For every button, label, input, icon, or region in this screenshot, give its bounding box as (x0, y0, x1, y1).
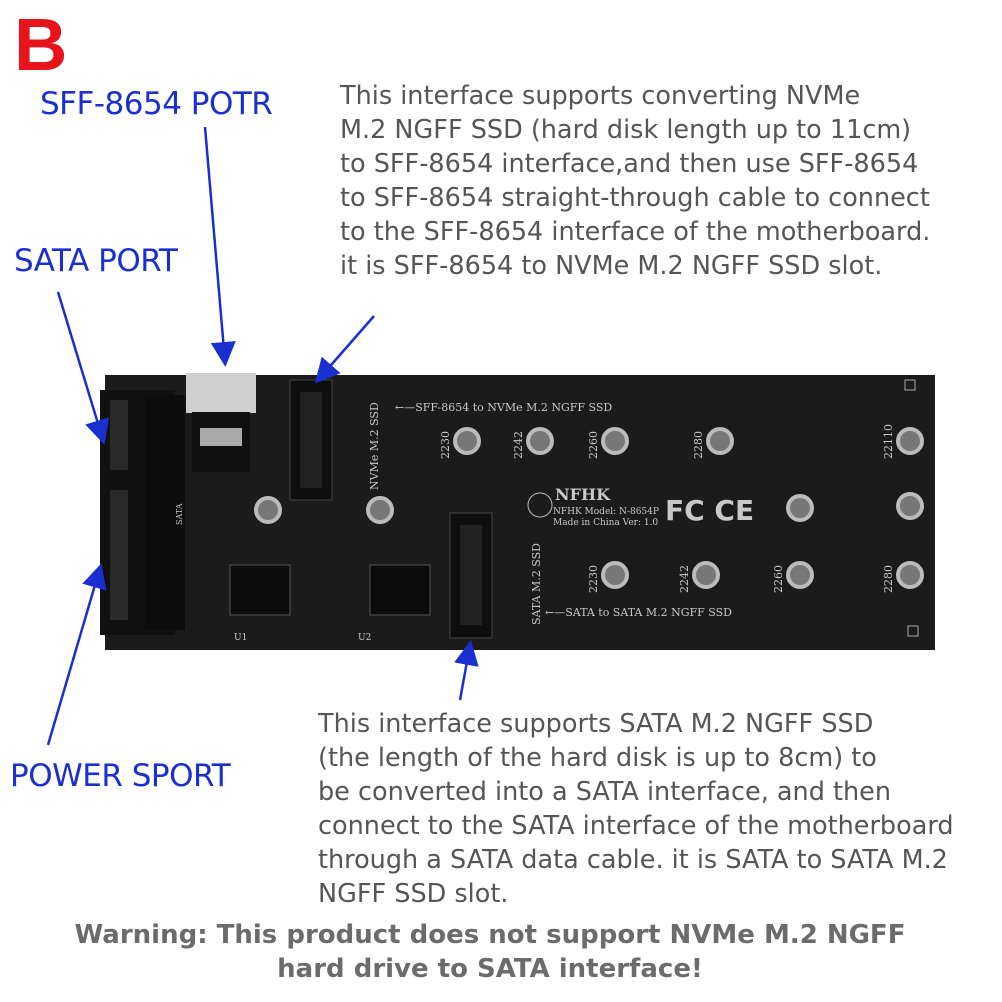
mounting-hole (896, 492, 924, 520)
mounting-hole (601, 427, 629, 455)
nvme-m2-slot (289, 379, 333, 501)
mounting-hole (692, 561, 720, 589)
nf-logo (527, 492, 553, 518)
cert-marks: FC CE (665, 494, 754, 527)
desc-line: it is SFF-8654 to NVMe M.2 NGFF SSD slot… (340, 251, 883, 281)
desc-line: be converted into a SATA interface, and … (318, 777, 891, 807)
desc-line: to SFF-8654 straight-through cable to co… (340, 183, 930, 213)
nvme-slot-silk: NVMe M.2 SSD (368, 402, 381, 490)
hole-size-label: 2242 (512, 431, 525, 459)
mounting-hole (786, 494, 814, 522)
mounting-hole (896, 561, 924, 589)
desc-line: connect to the SATA interface of the mot… (318, 811, 954, 841)
sata-slot-silk: SATA M.2 SSD (530, 543, 543, 625)
sata-m2-slot (449, 512, 493, 639)
bottom-description: This interface supports SATA M.2 NGFF SS… (318, 707, 954, 911)
hole-size-label: 2280 (882, 565, 895, 593)
mounting-hole (453, 427, 481, 455)
regulator-u2 (369, 564, 431, 616)
regulator-u1 (229, 564, 291, 616)
made-in: Made in China Ver: 1.0 (553, 518, 658, 528)
desc-line: through a SATA data cable. it is SATA to… (318, 845, 948, 875)
sata-connector (100, 390, 185, 635)
desc-line: to the SFF-8654 interface of the motherb… (340, 217, 931, 247)
sata-port-label: SATA PORT (14, 243, 178, 279)
top-description: This interface supports converting NVMe … (340, 79, 930, 283)
u1-label: U1 (234, 633, 247, 643)
sff-port-label: SFF-8654 POTR (40, 86, 273, 122)
hole-size-label: 2230 (439, 431, 452, 459)
nvme-silk-label: ←—SFF-8654 to NVMe M.2 NGFF SSD (395, 401, 612, 414)
sff8654-connector (186, 373, 256, 472)
hole-size-label: 2242 (678, 565, 691, 593)
panel-badge: B (14, 3, 68, 86)
warning-line: hard drive to SATA interface! (277, 954, 703, 984)
mounting-hole (254, 496, 282, 524)
arrow-sff-port (203, 126, 236, 367)
arrow-nvme-slot (314, 315, 375, 384)
mounting-hole (601, 561, 629, 589)
sata-silk: SATA (175, 503, 184, 525)
sata-silk-label: ←—SATA to SATA M.2 NGFF SSD (545, 606, 732, 619)
u2-label: U2 (358, 633, 371, 643)
model: NFHK Model: N-8654P (553, 507, 659, 517)
hole-size-label: 2260 (587, 431, 600, 459)
arrow-sata-slot (454, 640, 479, 701)
hole-size-label: 2260 (772, 565, 785, 593)
desc-line: This interface supports converting NVMe (340, 81, 861, 111)
mounting-hole (706, 427, 734, 455)
desc-line: M.2 NGFF SSD (hard disk length up to 11c… (340, 115, 912, 145)
desc-line: This interface supports SATA M.2 NGFF SS… (318, 709, 874, 739)
mounting-hole (366, 496, 394, 524)
arrow-power-port (46, 563, 107, 746)
warning-line: Warning: This product does not support N… (74, 920, 906, 950)
desc-line: NGFF SSD slot. (318, 879, 509, 909)
mounting-hole (786, 561, 814, 589)
arrow-sata-port (56, 291, 110, 445)
hole-size-label: 22110 (882, 424, 895, 459)
hole-size-label: 2230 (587, 565, 600, 593)
mounting-hole (526, 427, 554, 455)
warning-text: Warning: This product does not support N… (0, 918, 980, 986)
desc-line: to SFF-8654 interface,and then use SFF-8… (340, 149, 919, 179)
mounting-hole (896, 427, 924, 455)
brand: NFHK (555, 485, 611, 504)
power-port-label: POWER SPORT (10, 758, 231, 794)
desc-line: (the length of the hard disk is up to 8c… (318, 743, 877, 773)
hole-size-label: 2280 (692, 431, 705, 459)
